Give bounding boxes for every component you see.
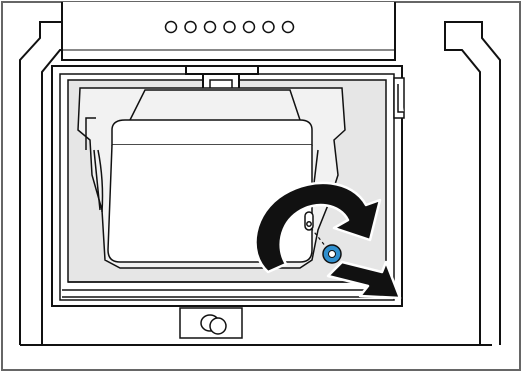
indicator-light bbox=[184, 20, 197, 34]
door-hinge bbox=[393, 77, 405, 119]
indicator-light bbox=[164, 20, 178, 34]
rotate-clockwise-icon bbox=[254, 181, 382, 274]
screw-icon bbox=[322, 244, 342, 264]
control-panel bbox=[61, 2, 396, 61]
push-arrow-icon bbox=[326, 260, 402, 300]
keyhole-slot-icon bbox=[304, 211, 314, 231]
indicator-light bbox=[223, 20, 236, 34]
indicator-lights bbox=[164, 20, 295, 34]
indicator-light bbox=[242, 20, 256, 34]
indicator-light bbox=[281, 20, 295, 34]
indicator-light bbox=[262, 20, 275, 34]
bottom-knob bbox=[179, 307, 243, 339]
water-tank bbox=[77, 87, 346, 269]
indicator-light bbox=[203, 20, 217, 34]
